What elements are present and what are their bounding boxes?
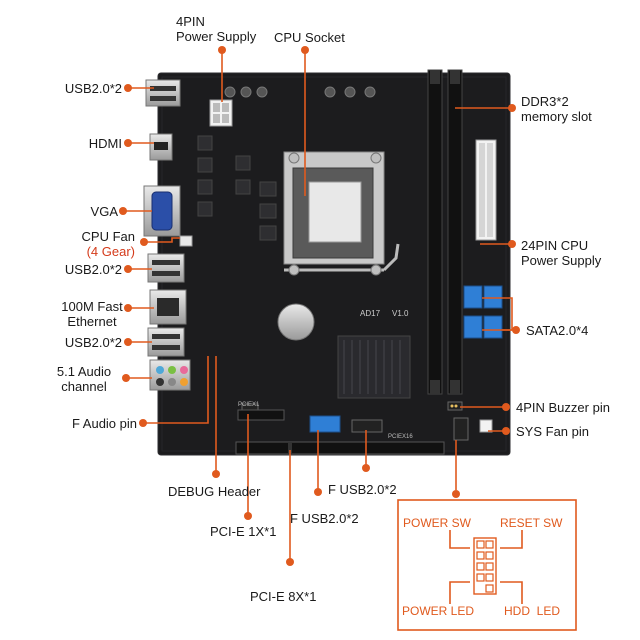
- usb-port-low: [147, 327, 185, 357]
- buzzer-header: [447, 401, 463, 411]
- label-hdmi: HDMI: [88, 136, 122, 151]
- label-debug: DEBUG Header: [168, 484, 261, 499]
- label-usb-low: USB2.0*2: [64, 335, 122, 350]
- label-ethernet-line1: 100M Fast: [61, 299, 123, 314]
- cpu-fan-header-board: [179, 235, 193, 247]
- label-cpu-fan-line1: CPU Fan: [81, 229, 135, 244]
- pcie-x1-slot: [237, 409, 285, 421]
- sys-fan-header-board: [479, 419, 493, 433]
- label-vga: VGA: [90, 204, 118, 219]
- sata-ports: [463, 285, 503, 339]
- power-24pin-connector: [475, 139, 497, 241]
- pcie-x8-slot: [235, 441, 445, 455]
- label-4pin-power-line1: 4PIN: [176, 14, 205, 29]
- chipset-heatsink: [337, 335, 411, 399]
- label-f-audio: F Audio pin: [71, 416, 137, 431]
- label-sys-fan: SYS Fan pin: [516, 424, 589, 439]
- slot-print-pciex16: PCIEX16: [388, 434, 413, 440]
- label-24pin-line2: Power Supply: [521, 253, 602, 268]
- label-24pin: 24PIN CPU Power Supply: [521, 238, 601, 268]
- label-ddr3: DDR3*2 memory slot: [521, 94, 592, 124]
- board-version: V1.0: [392, 309, 409, 318]
- label-audio-line2: channel: [61, 379, 107, 394]
- label-buzzer: 4PIN Buzzer pin: [516, 400, 610, 415]
- label-ethernet-line2: Ethernet: [67, 314, 117, 329]
- label-ethernet: 100M Fast Ethernet: [52, 299, 132, 329]
- audio-jacks: [149, 359, 191, 391]
- power-4pin-connector: [209, 99, 233, 127]
- label-usb-top: USB2.0*2: [64, 81, 122, 96]
- front-panel-header-board: [453, 417, 469, 441]
- ethernet-port: [149, 289, 187, 325]
- label-power-led: POWER LED: [402, 604, 475, 618]
- callout-dots: [119, 46, 520, 566]
- ddr3-slots: [427, 69, 463, 395]
- label-reset-sw: RESET SW: [500, 516, 563, 530]
- vrm-components: [197, 135, 277, 241]
- label-cpu-fan: CPU Fan (4 Gear): [82, 229, 135, 259]
- label-ddr3-line1: DDR3*2: [521, 94, 569, 109]
- label-pcie8x: PCI-E 8X*1: [250, 589, 317, 604]
- board-model: AD17: [360, 309, 381, 318]
- label-hdd-led: HDD LED: [504, 604, 561, 618]
- label-audio-line1: 5.1 Audio: [56, 364, 112, 379]
- label-f-usb-b: F USB2.0*2: [328, 482, 397, 497]
- label-power-sw: POWER SW: [403, 516, 471, 530]
- label-usb-mid: USB2.0*2: [64, 262, 122, 277]
- usb-port-mid: [147, 253, 185, 283]
- front-usb-header-a-board: [309, 415, 341, 433]
- front-usb-header-b-board: [351, 419, 383, 433]
- label-4pin-power: 4PIN Power Supply: [176, 14, 256, 44]
- label-f-usb-a: F USB2.0*2: [290, 511, 359, 526]
- label-cpu-fan-line2: (4 Gear): [86, 244, 135, 259]
- label-cpu-socket: CPU Socket: [274, 30, 345, 45]
- usb-port-top: [145, 79, 181, 107]
- cmos-battery: [277, 303, 315, 341]
- label-pcie1x: PCI-E 1X*1: [210, 524, 277, 539]
- front-panel-inset: [397, 499, 577, 631]
- cpu-socket: [283, 151, 400, 272]
- label-ddr3-line2: memory slot: [521, 109, 592, 124]
- label-audio: 5.1 Audio channel: [46, 364, 122, 394]
- slot-print-pciex1: PCIEX1: [238, 402, 260, 408]
- hdmi-port: [149, 133, 173, 161]
- label-sata: SATA2.0*4: [526, 323, 589, 338]
- label-4pin-power-line2: Power Supply: [176, 29, 257, 44]
- label-24pin-line1: 24PIN CPU: [521, 238, 589, 253]
